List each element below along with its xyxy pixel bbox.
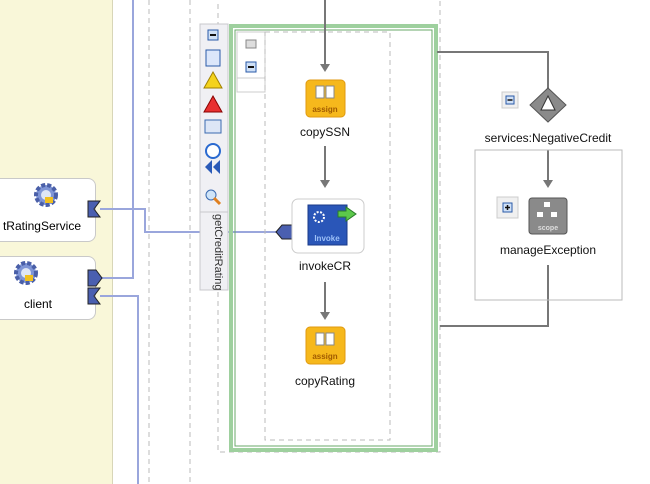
- catch-box: [474, 149, 623, 301]
- activity-label[interactable]: invokeCR: [298, 259, 352, 273]
- partner-link-credit-rating-service[interactable]: tRatingService: [0, 178, 96, 242]
- svg-text:assign: assign: [312, 352, 337, 361]
- scope-name-label: getCreditRating: [212, 214, 224, 291]
- activity-label[interactable]: manageException: [499, 243, 597, 257]
- scope-toolbar-icons[interactable]: [203, 29, 223, 206]
- gear-plug-icon: [14, 261, 38, 285]
- port-icon[interactable]: [87, 269, 103, 287]
- svg-text:assign: assign: [312, 105, 337, 114]
- partner-link-label: client: [23, 297, 52, 311]
- svg-text:scope: scope: [538, 225, 558, 232]
- gear-plug-icon: [34, 183, 58, 207]
- port-icon[interactable]: [87, 200, 101, 218]
- invoke-activity-icon[interactable]: Invoke: [307, 204, 357, 246]
- scope-border[interactable]: [229, 24, 438, 452]
- assign-activity-icon[interactable]: assign: [305, 79, 346, 118]
- invoke-port-icon[interactable]: [275, 224, 293, 240]
- partner-link-client[interactable]: client: [0, 256, 96, 320]
- partner-link-label: tRatingService: [2, 219, 81, 233]
- port-icon[interactable]: [87, 287, 101, 305]
- scope-activity-icon[interactable]: scope: [528, 197, 568, 235]
- catch-label[interactable]: services:NegativeCredit: [484, 131, 612, 145]
- assign-activity-icon[interactable]: assign: [305, 326, 346, 365]
- activity-label[interactable]: copySSN: [299, 125, 351, 139]
- partner-links-panel: [0, 0, 113, 484]
- svg-text:Invoke: Invoke: [314, 234, 340, 243]
- activity-label[interactable]: copyRating: [294, 374, 356, 388]
